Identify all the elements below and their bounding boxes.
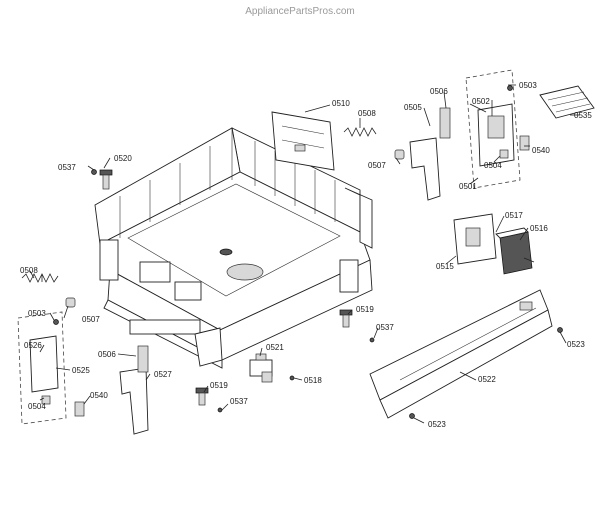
label-0507-top: 0507 [368,161,386,170]
label-0506-lower: 0506 [98,350,116,359]
label-0537-mid: 0537 [376,323,394,332]
leader-lines [29,84,580,424]
label-0523-bottom: 0523 [428,420,446,429]
label-0501: 0501 [459,182,477,191]
label-0503-top: 0503 [519,81,537,90]
label-0516: 0516 [530,224,548,233]
label-0527: 0527 [154,370,172,379]
watermark: AppliancePartsPros.com [245,6,355,17]
part-0505-hinge-arm [409,137,441,201]
part-0537-screw-mid [369,337,375,343]
base-tub-assembly [94,127,373,369]
label-0506-top: 0506 [430,87,448,96]
part-0522-front-panel [369,289,553,419]
part-0506-pin [439,107,451,139]
label-0510: 0510 [332,99,350,108]
part-0523-screw-right [557,327,563,333]
part-0521-sensor [249,353,273,383]
label-0540-lower: 0540 [90,391,108,400]
label-0525: 0525 [72,366,90,375]
label-0537-lower: 0537 [230,397,248,406]
part-0504-clip [499,149,509,159]
label-0517-top: 0517 [505,211,523,220]
part-0540-bracket [519,135,530,151]
label-0535: 0535 [574,111,592,120]
part-0507-clip-lower [65,297,76,308]
label-0520: 0520 [114,154,132,163]
label-0537-top: 0537 [58,163,76,172]
part-0537-screw-lower [217,407,223,413]
part-0523-screw-bottom [409,413,415,419]
label-0540-top: 0540 [532,146,550,155]
part-0527-hinge-arm [119,367,149,435]
part-0519-screw-bottom [195,387,209,406]
label-0521: 0521 [266,343,284,352]
part-labels: 0503 0535 0506 0505 0502 0540 0504 0501 … [20,81,592,429]
label-0504-lower: 0504 [28,402,46,411]
label-0505: 0505 [404,103,422,112]
label-0504-top: 0504 [484,161,502,170]
part-0525-hinge-box [17,311,67,425]
part-0540-bracket-lower [74,401,85,417]
label-0519-bottom: 0519 [210,381,228,390]
label-0523-right: 0523 [567,340,585,349]
part-0520-screw [99,169,113,190]
part-0518-screw [289,375,295,381]
label-0522: 0522 [478,375,496,384]
part-0507-clip-upper [394,149,405,160]
label-0508-lower: 0508 [20,266,38,275]
part-0519-screw-right [339,309,353,328]
part-0508-spring-lower [21,273,59,283]
label-0518: 0518 [304,376,322,385]
label-0503-lower: 0503 [28,309,46,318]
part-0503-screw-top [507,85,513,91]
part-0503-screw-lower [53,319,59,325]
label-0519-right: 0519 [356,305,374,314]
part-0508-spring-upper [343,118,377,137]
part-0526-hinge-plate [29,335,59,393]
part-0510-control-strip [271,104,335,171]
part-0506-pin-lower [137,345,149,373]
label-0526: 0526 [24,341,42,350]
part-0515-housing [453,213,497,265]
part-0504-clip-lower [41,395,51,405]
part-0516-cover [495,227,533,275]
part-0537-screw-top [91,169,97,175]
label-0515: 0515 [436,262,454,271]
label-0508-top: 0508 [358,109,376,118]
part-0535-plate [539,85,595,119]
label-0507-lower: 0507 [82,315,100,324]
label-0502: 0502 [472,97,490,106]
